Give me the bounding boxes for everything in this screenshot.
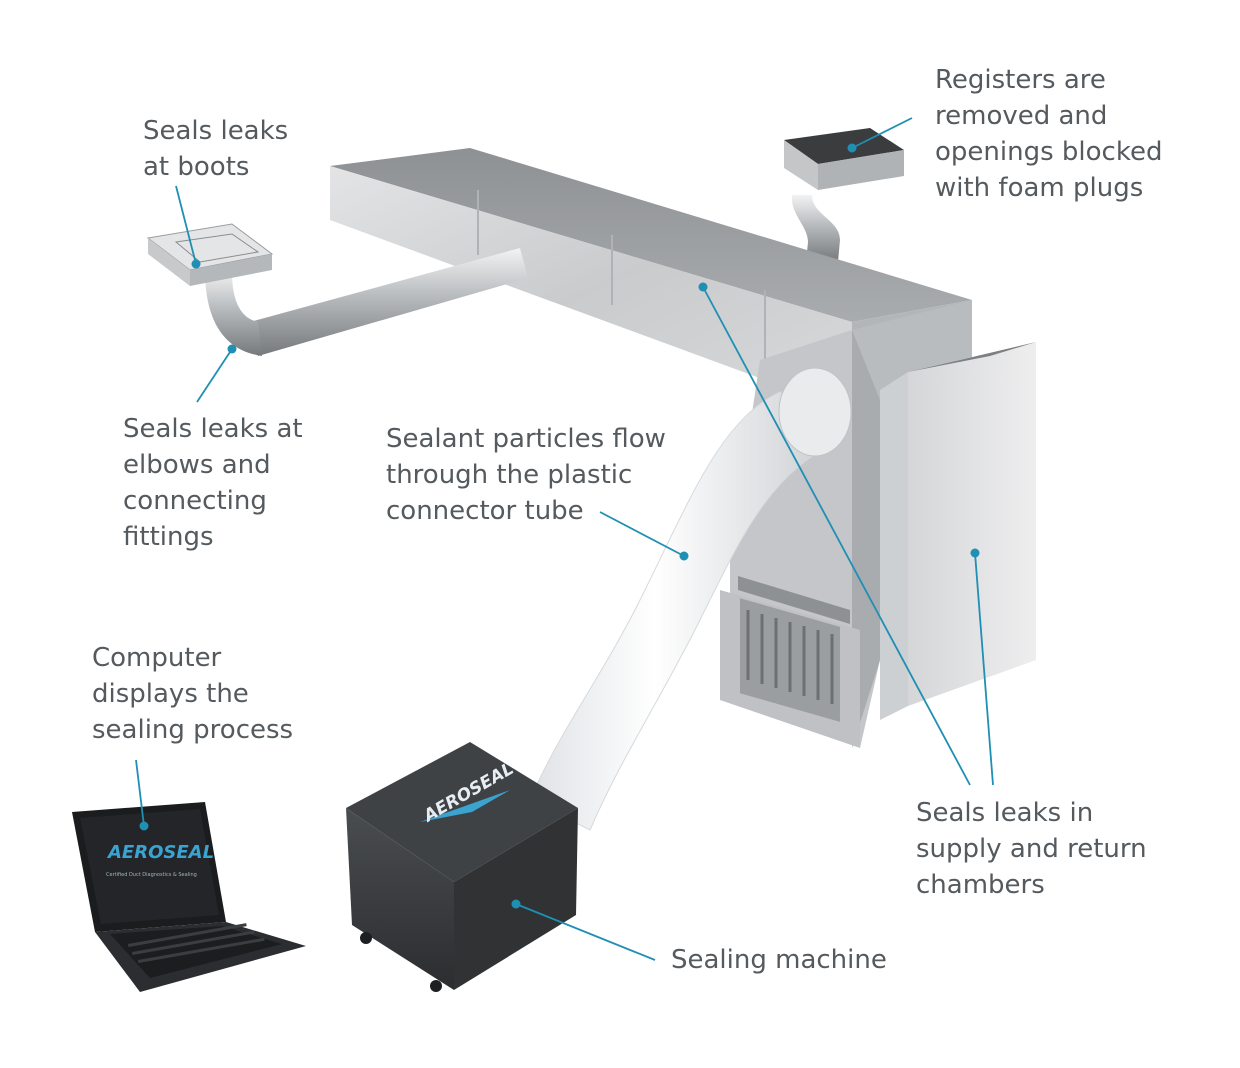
leaders bbox=[135, 117, 994, 961]
branch-pipe bbox=[205, 248, 528, 356]
leader-particles bbox=[599, 511, 689, 561]
left-boot-register bbox=[146, 223, 274, 286]
intake-grille bbox=[740, 598, 840, 722]
label-seals-leaks-elbows: Seals leaks at elbows and connecting fit… bbox=[123, 414, 303, 552]
leader-boots bbox=[175, 185, 201, 269]
laptop-logo: AEROSEAL bbox=[106, 842, 214, 863]
label-sealant-particles: Sealant particles flow through the plast… bbox=[386, 424, 666, 526]
laptop: AEROSEAL Certified Duct Diagnostics & Se… bbox=[72, 802, 306, 992]
right-register bbox=[784, 128, 904, 262]
sealing-machine: AEROSEAL bbox=[346, 742, 578, 992]
leader-chambers bbox=[698, 282, 994, 786]
leader-computer bbox=[135, 759, 149, 831]
air-handler bbox=[720, 300, 1036, 748]
leader-registers bbox=[847, 117, 913, 153]
laptop-tagline: Certified Duct Diagnostics & Sealing bbox=[106, 872, 197, 878]
label-seals-leaks-chambers: Seals leaks in supply and return chamber… bbox=[916, 798, 1147, 900]
label-sealing-machine: Sealing machine bbox=[671, 945, 887, 975]
label-seals-leaks-boots: Seals leaks at boots bbox=[143, 116, 289, 182]
leader-machine bbox=[511, 899, 656, 961]
label-registers-removed: Registers are removed and openings block… bbox=[935, 65, 1163, 203]
leader-elbows bbox=[196, 344, 237, 403]
label-computer-display: Computer displays the sealing process bbox=[92, 643, 294, 745]
